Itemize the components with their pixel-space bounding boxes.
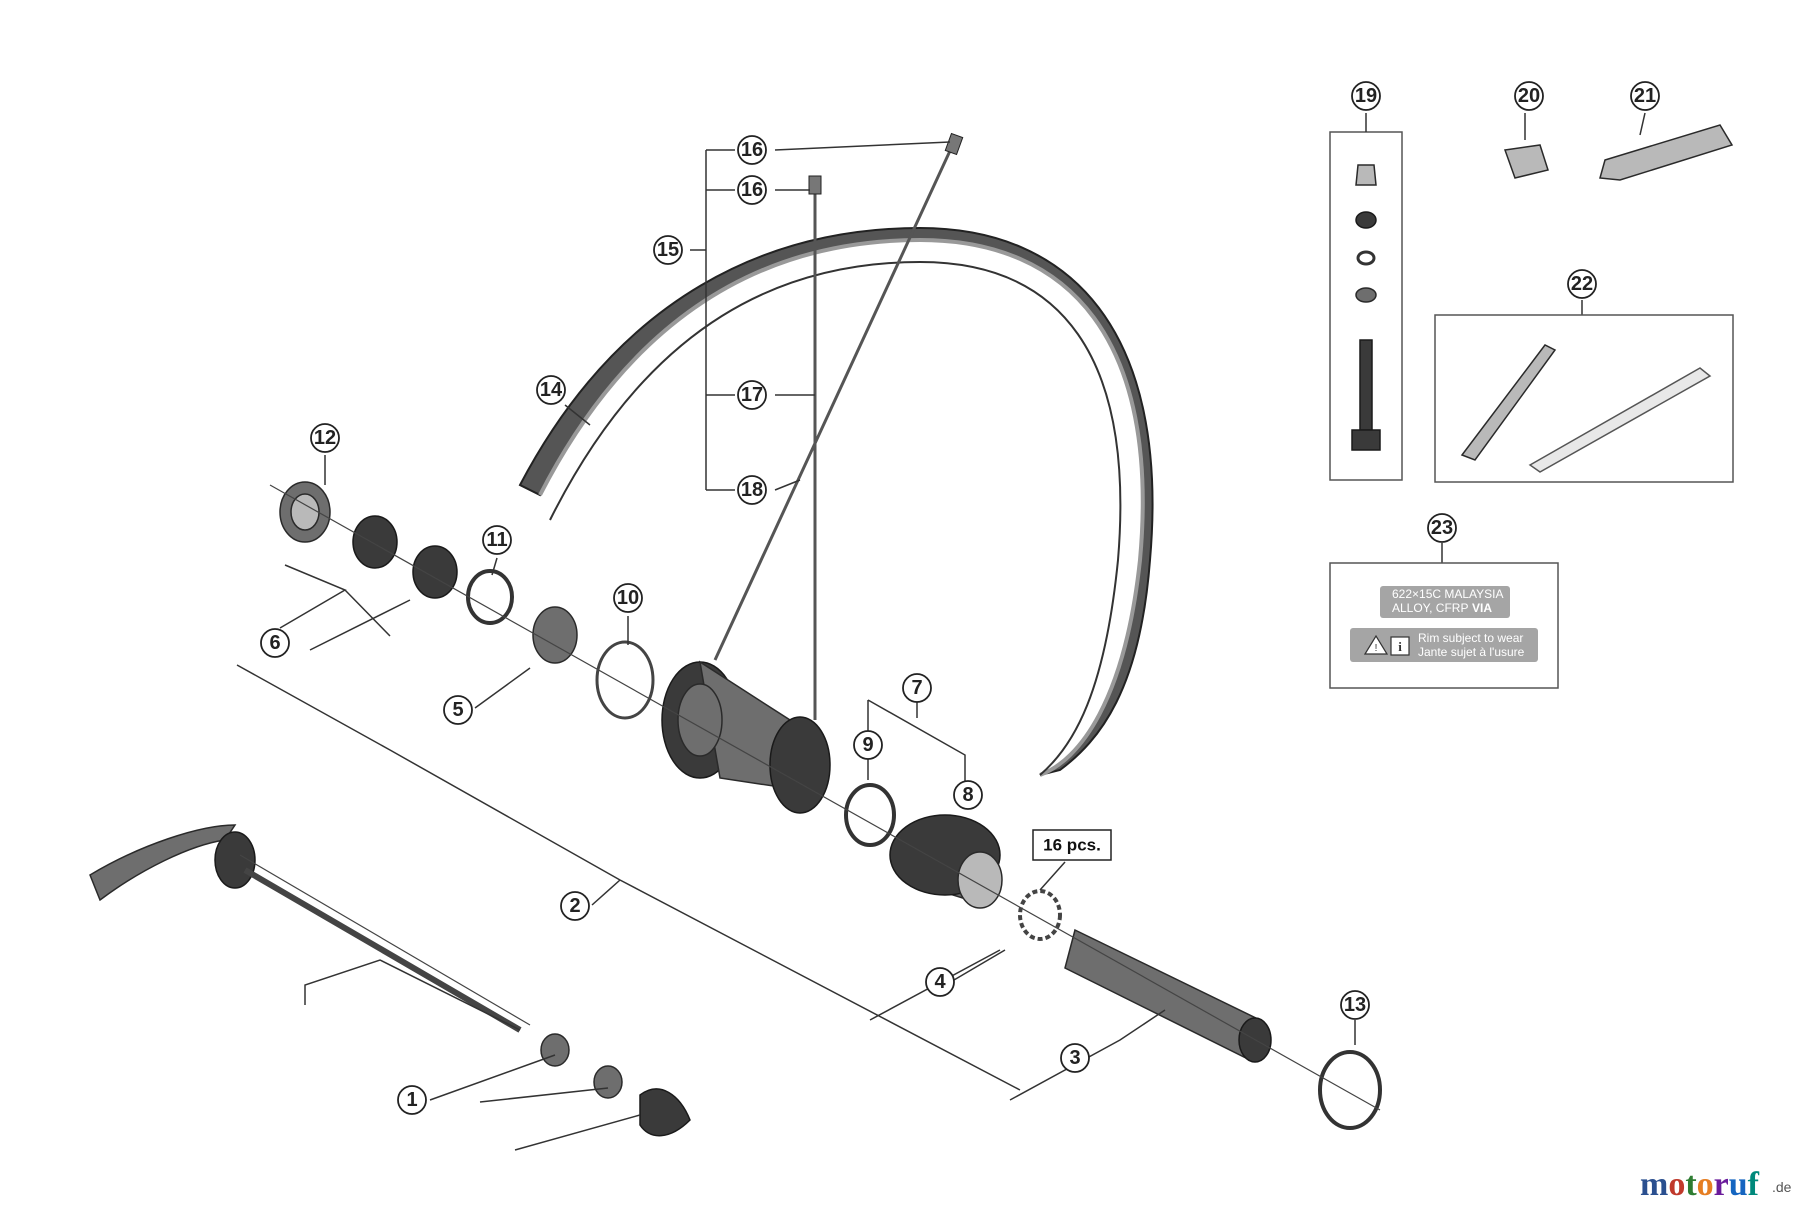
sticker-warning-1: Rim subject to wear [1418, 631, 1523, 645]
tool-20 [1503, 113, 1549, 179]
quick-release-skewer [89, 824, 691, 1137]
rim [518, 226, 1154, 777]
spokes [713, 132, 964, 720]
callout-13: 13 [1344, 994, 1366, 1016]
hub-body [661, 660, 831, 814]
callout-10: 10 [617, 587, 639, 609]
callout-19: 19 [1355, 85, 1377, 107]
callout-16-top: 16 [741, 139, 763, 161]
watermark-logo: motoruf .de [1640, 1166, 1792, 1203]
sticker-line-2: ALLOY, CFRP [1392, 601, 1468, 615]
rim-sticker-box-23 [1329, 543, 1559, 689]
watermark-letter: r [1714, 1166, 1729, 1203]
callout-11: 11 [486, 529, 507, 551]
info-icon: i [1390, 636, 1410, 656]
watermark-tld: .de [1772, 1179, 1792, 1195]
watermark-letter: f [1748, 1166, 1760, 1203]
callout-8: 8 [962, 784, 973, 806]
watermark-letter: o [1668, 1166, 1685, 1203]
callout-2: 2 [569, 895, 580, 917]
callout-6: 6 [269, 632, 280, 654]
callout-numbers: 1 2 3 4 5 6 7 8 9 10 11 12 13 14 15 16 1… [269, 85, 1656, 1111]
watermark-letter: o [1697, 1166, 1714, 1203]
callout-circles [260, 81, 1660, 1115]
callout-9: 9 [862, 734, 873, 756]
hub-small-parts [279, 481, 1382, 1130]
callout-12: 12 [314, 427, 336, 449]
freehub-body [889, 814, 1003, 909]
callout-20: 20 [1518, 85, 1540, 107]
sticker-line-1: 622×15C MALAYSIA [1392, 587, 1504, 601]
parts-box-22 [1434, 300, 1734, 483]
parts-box-19 [1329, 113, 1403, 481]
callout-4: 4 [934, 971, 946, 993]
callout-14: 14 [540, 379, 563, 401]
callout-18: 18 [741, 479, 763, 501]
callout-21: 21 [1634, 85, 1656, 107]
callout-3: 3 [1069, 1047, 1080, 1069]
watermark-letter: t [1685, 1166, 1697, 1203]
callout-23: 23 [1431, 517, 1453, 539]
quantity-label: 16 pcs. [1043, 836, 1101, 855]
watermark-brand: motoruf [1640, 1166, 1760, 1203]
callout-17: 17 [741, 384, 763, 406]
watermark-letter: m [1640, 1166, 1668, 1203]
callout-16-second: 16 [741, 179, 763, 201]
sticker-warning-2: Jante sujet à l'usure [1418, 645, 1525, 659]
callout-1: 1 [406, 1089, 417, 1111]
assembly-axis-lines [239, 484, 1381, 1111]
callout-15: 15 [657, 239, 679, 261]
callout-5: 5 [452, 699, 463, 721]
watermark-letter: u [1729, 1166, 1748, 1203]
callout-22: 22 [1571, 273, 1593, 295]
sticker-badge: VIA [1472, 601, 1492, 615]
svg-text:i: i [1398, 639, 1402, 654]
quantity-label-box: 16 pcs. [1032, 829, 1112, 861]
svg-text:!: ! [1375, 643, 1378, 654]
callout-7: 7 [911, 677, 922, 699]
tool-21 [1599, 112, 1734, 181]
warning-icon: ! [1363, 634, 1389, 655]
